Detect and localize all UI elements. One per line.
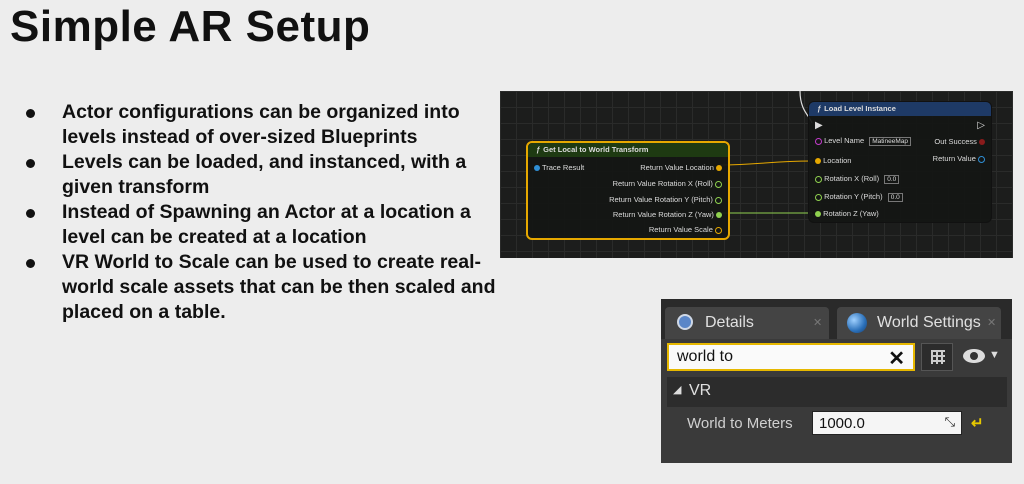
pin-trace-result[interactable]: Trace Result	[534, 163, 584, 172]
exec-in-pin[interactable]: ▶	[815, 120, 823, 131]
bullet-item: Instead of Spawning an Actor at a locati…	[20, 200, 500, 250]
search-row: world to ✕ ▼	[661, 339, 1012, 377]
pin-gold-icon	[716, 165, 722, 172]
pin-return-scale[interactable]: Return Value Scale	[649, 225, 722, 234]
details-panel: Details ✕ World Settings ✕ world to ✕ ▼ …	[661, 299, 1012, 463]
exec-out-pin[interactable]: ▷	[977, 120, 985, 131]
tab-bar: Details ✕ World Settings ✕	[661, 299, 1012, 339]
world-to-meters-input[interactable]: 1000.0 ⤡	[812, 411, 962, 435]
pin-label: Return Value Rotation Y (Pitch)	[609, 195, 713, 204]
bullet-text: VR World to Scale can be used to create …	[62, 251, 496, 323]
pin-label: Trace Result	[541, 163, 585, 172]
close-icon[interactable]: ✕	[987, 316, 997, 329]
section-header-vr[interactable]: ◢ VR	[667, 377, 1007, 407]
pin-pink-ring-icon	[815, 137, 822, 145]
bullet-text: Levels can be loaded, and instanced, wit…	[62, 151, 467, 198]
tab-world-settings[interactable]: World Settings ✕	[837, 307, 1001, 339]
node-title: Get Local to World Transform	[543, 145, 649, 154]
pin-location[interactable]: Location	[815, 156, 851, 165]
pin-return-location[interactable]: Return Value Location	[640, 163, 722, 172]
pin-return-rot-z[interactable]: Return Value Rotation Z (Yaw)	[613, 210, 722, 219]
pin-label: Return Value Rotation Z (Yaw)	[612, 210, 714, 219]
tab-label: World Settings	[877, 314, 981, 331]
bullet-dot	[26, 259, 35, 268]
eye-pupil-icon	[970, 352, 978, 360]
pin-gold-ring-icon	[715, 226, 722, 234]
pin-label: Level Name	[824, 136, 865, 145]
tab-label: Details	[705, 314, 754, 331]
search-input[interactable]: world to ✕	[667, 343, 915, 371]
bullet-item: Actor configurations can be organized in…	[20, 100, 500, 150]
clear-icon[interactable]: ✕	[888, 348, 905, 370]
search-text: world to	[677, 348, 734, 365]
property-matrix-button[interactable]	[921, 343, 953, 371]
pin-label: Rotation X (Roll)	[824, 174, 880, 183]
chevron-down-icon: ▼	[989, 349, 1000, 361]
pin-rotation-z[interactable]: Rotation Z (Yaw)	[815, 209, 879, 218]
grid-icon	[931, 350, 945, 364]
globe-icon	[847, 313, 867, 333]
pin-green-ring-icon	[715, 196, 722, 204]
pin-red-icon	[979, 139, 985, 146]
bullet-text: Actor configurations can be organized in…	[62, 101, 460, 148]
pin-return-value[interactable]: Return Value	[933, 154, 985, 163]
pin-label: Return Value Rotation X (Roll)	[612, 179, 713, 188]
pin-level-name[interactable]: Level Name MatineeMap	[815, 136, 911, 146]
property-label: World to Meters	[687, 415, 793, 432]
rotation-y-input[interactable]: 0.0	[887, 193, 903, 202]
pin-green-icon	[716, 212, 722, 219]
pin-label: Location	[823, 156, 852, 165]
magnifier-info-icon	[677, 314, 693, 330]
property-value: 1000.0	[819, 415, 865, 432]
pin-green-icon	[815, 211, 821, 218]
pin-return-rot-x[interactable]: Return Value Rotation X (Roll)	[613, 179, 722, 188]
exec-arrow-outline-icon: ▷	[977, 120, 985, 131]
pin-label: Return Value Scale	[648, 225, 713, 234]
bullet-text: Instead of Spawning an Actor at a locati…	[62, 201, 471, 248]
pin-green-ring-icon	[715, 180, 722, 188]
node-title: Load Level Instance	[824, 104, 896, 113]
bullet-item: Levels can be loaded, and instanced, wit…	[20, 150, 500, 200]
rotation-x-input[interactable]: 0.0	[884, 175, 900, 184]
bullet-dot	[26, 109, 35, 118]
function-icon: ƒ	[536, 145, 541, 154]
tab-details[interactable]: Details ✕	[665, 307, 829, 339]
pin-rotation-x[interactable]: Rotation X (Roll) 0.0	[815, 174, 900, 184]
pin-label: Rotation Y (Pitch)	[824, 192, 883, 201]
pin-label: Return Value Location	[640, 163, 714, 172]
expand-arrows-icon[interactable]: ⤡	[944, 414, 955, 429]
bullet-item: VR World to Scale can be used to create …	[20, 250, 500, 325]
pin-blue-icon	[534, 165, 540, 172]
level-name-input[interactable]: MatineeMap	[869, 137, 911, 146]
slide-title: Simple AR Setup	[10, 2, 371, 51]
pin-gold-icon	[815, 158, 821, 165]
bullet-dot	[26, 209, 35, 218]
collapse-triangle-icon: ◢	[673, 384, 682, 396]
pin-label: Rotation Z (Yaw)	[823, 209, 879, 218]
property-world-to-meters: World to Meters 1000.0 ⤡ ↵	[667, 409, 1007, 439]
function-icon: ƒ	[817, 104, 822, 113]
pin-blue-ring-icon	[978, 155, 985, 163]
bullet-list: Actor configurations can be organized in…	[20, 100, 500, 325]
pin-out-success[interactable]: Out Success	[934, 137, 985, 146]
pin-rotation-y[interactable]: Rotation Y (Pitch) 0.0	[815, 192, 903, 202]
section-title: VR	[689, 382, 712, 399]
bullet-dot	[26, 159, 35, 168]
pin-label: Return Value	[932, 154, 976, 163]
reset-to-default-icon[interactable]: ↵	[971, 415, 984, 432]
pin-green-ring-icon	[815, 193, 822, 201]
exec-arrow-icon: ▶	[815, 120, 823, 131]
view-options-button[interactable]: ▼	[959, 343, 1005, 371]
pin-label: Out Success	[934, 137, 977, 146]
close-icon[interactable]: ✕	[813, 317, 823, 329]
pin-green-ring-icon	[815, 175, 822, 183]
pin-return-rot-y[interactable]: Return Value Rotation Y (Pitch)	[609, 195, 722, 204]
